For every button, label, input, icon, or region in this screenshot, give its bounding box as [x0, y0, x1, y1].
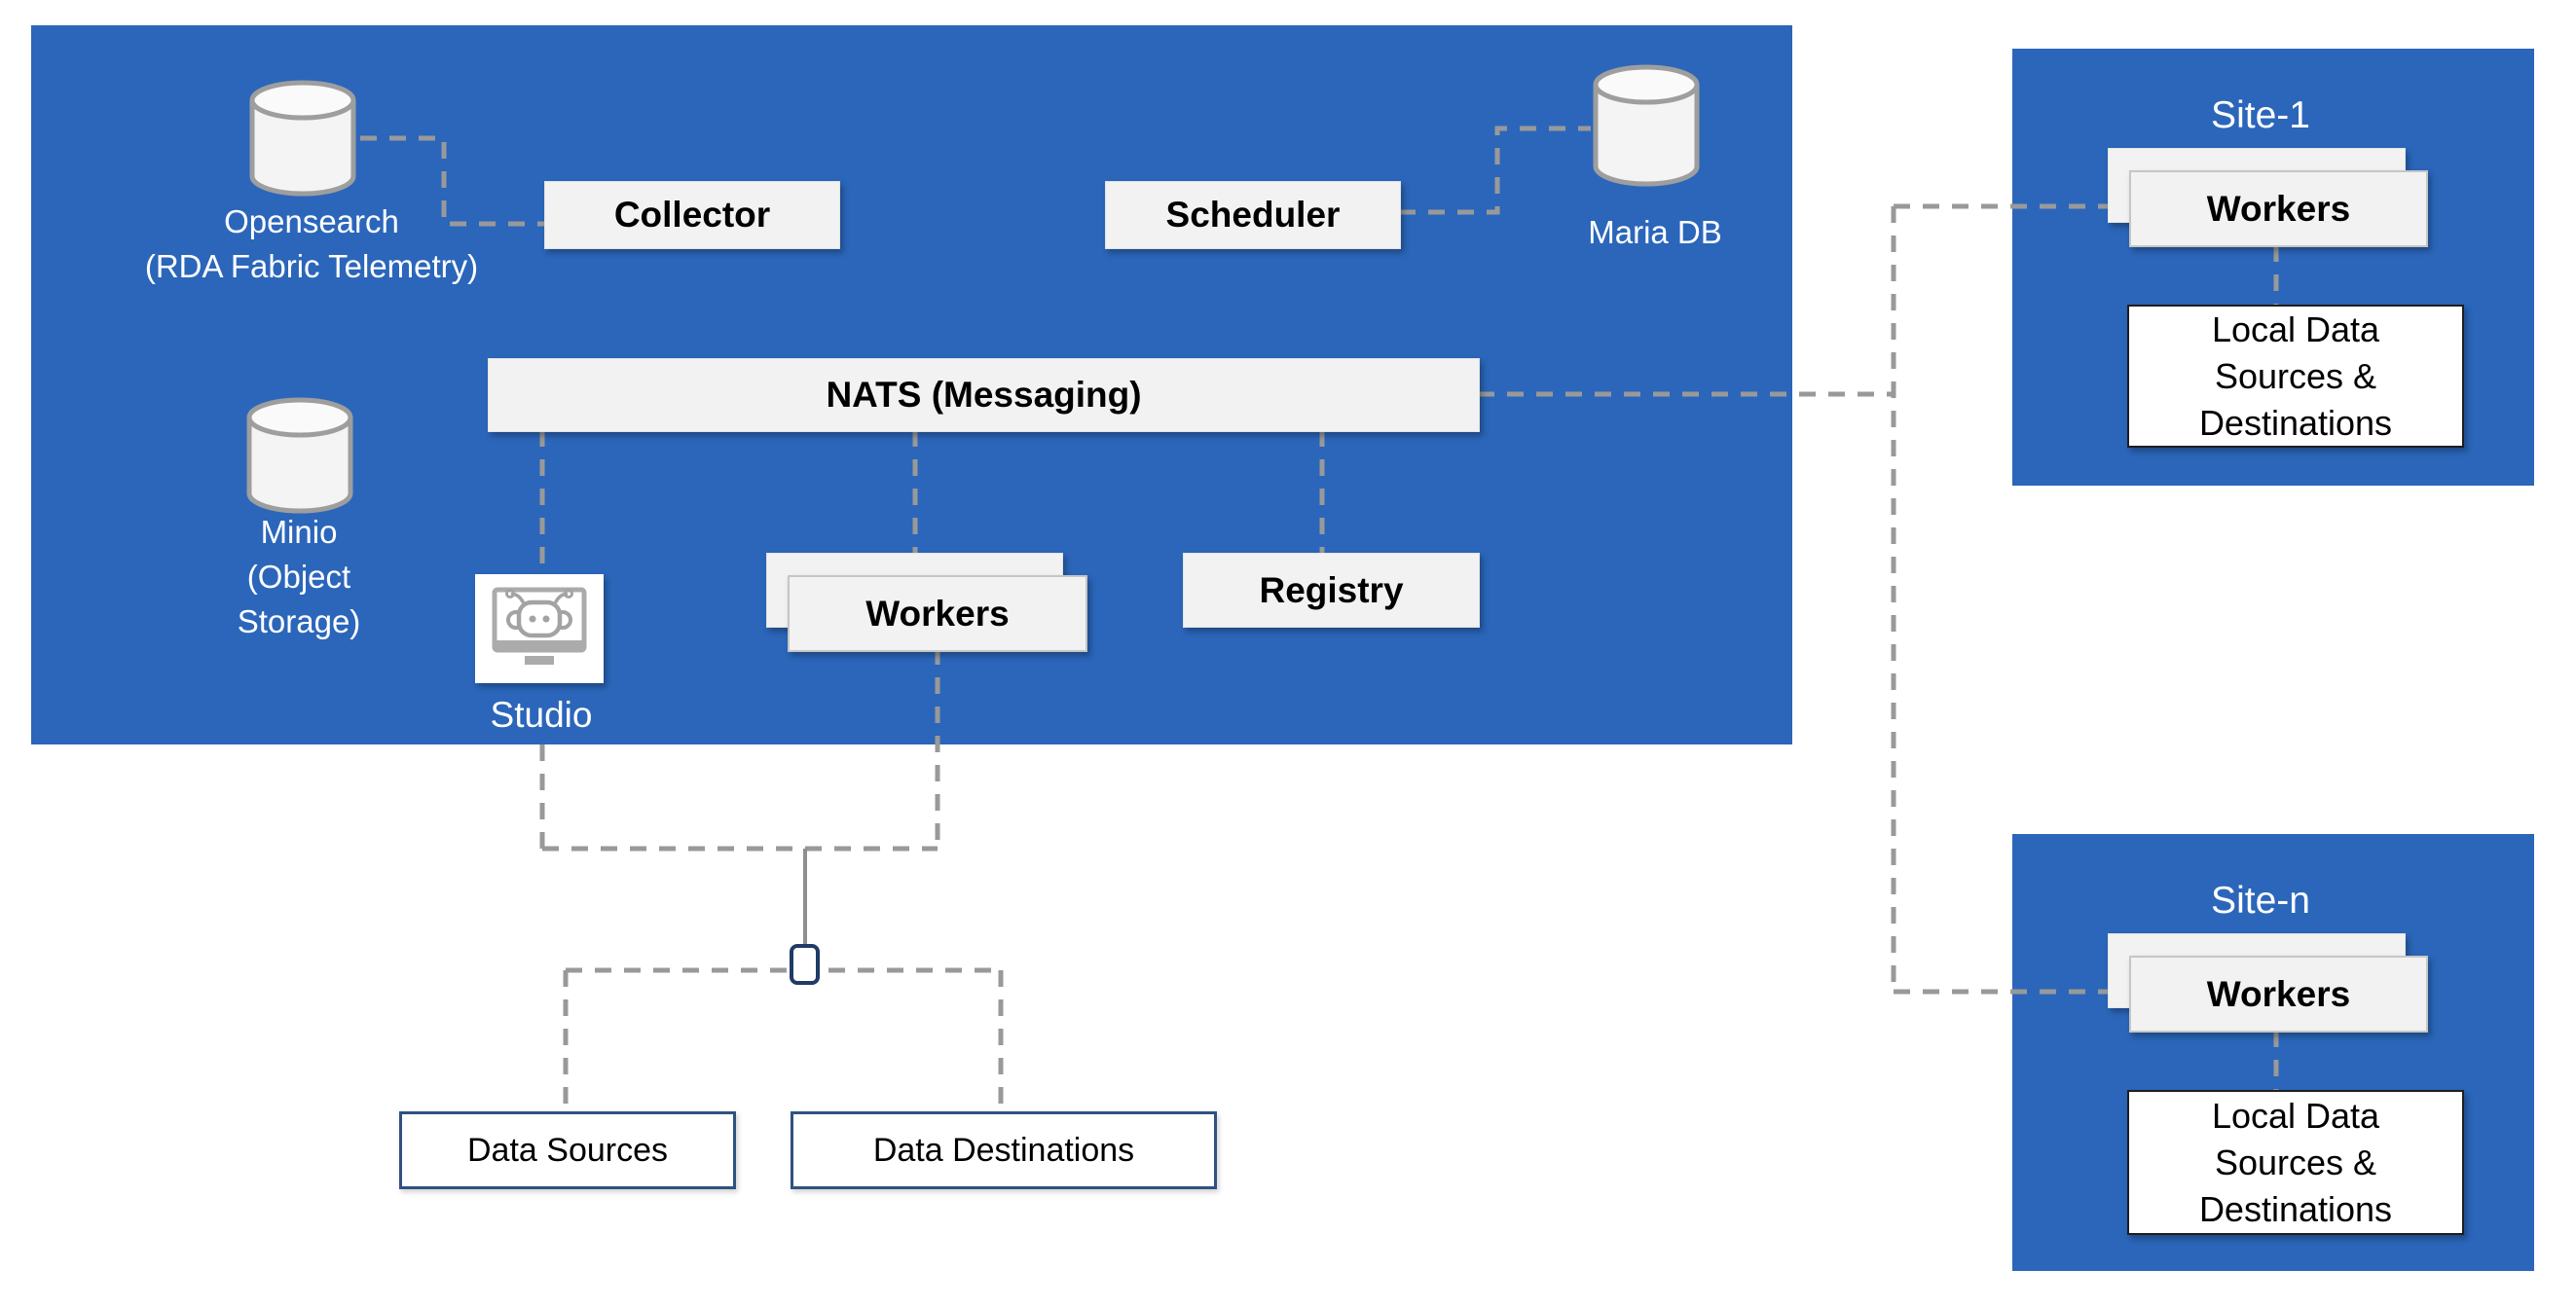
- registry-label: Registry: [1259, 569, 1404, 610]
- robot-monitor-icon: [492, 587, 587, 665]
- minio-label: Minio (Object Storage): [237, 514, 361, 639]
- workers-node: Workers: [788, 575, 1087, 652]
- connector-scheduler-mariadb: [1399, 126, 1591, 215]
- collector-node: Collector: [544, 181, 840, 249]
- site-1-local-data-node: Local Data Sources & Destinations: [2127, 305, 2464, 448]
- data-sources-node: Data Sources: [399, 1111, 736, 1189]
- nats-label: NATS (Messaging): [826, 375, 1142, 415]
- site-n-workers-label: Workers: [2206, 973, 2351, 1014]
- junction-port: [790, 944, 820, 985]
- site-n-local-data-node: Local Data Sources & Destinations: [2127, 1090, 2464, 1235]
- opensearch-label: Opensearch (RDA Fabric Telemetry): [144, 203, 479, 284]
- data-destinations-label: Data Destinations: [872, 1131, 1135, 1169]
- site-1-workers-label: Workers: [2206, 188, 2351, 229]
- collector-label: Collector: [613, 195, 771, 235]
- site-n-workers-node: Workers: [2129, 956, 2428, 1033]
- workers-label: Workers: [865, 593, 1010, 634]
- data-sources-label: Data Sources: [467, 1131, 668, 1169]
- data-destinations-node: Data Destinations: [791, 1111, 1217, 1189]
- studio-label: Studio: [490, 695, 593, 735]
- opensearch-database-cylinder-icon: [245, 76, 360, 205]
- scheduler-node: Scheduler: [1105, 181, 1401, 249]
- registry-node: Registry: [1183, 553, 1480, 628]
- mariadb-database-cylinder-icon: [1589, 60, 1704, 198]
- connector-opensearch-collector: [360, 135, 544, 227]
- studio-node: [475, 574, 604, 683]
- site-1-workers-node: Workers: [2129, 170, 2428, 247]
- minio-database-cylinder-icon: [242, 393, 357, 523]
- nats-node: NATS (Messaging): [488, 358, 1480, 432]
- site-1-title: Site-1: [2211, 94, 2310, 136]
- site-n-title: Site-n: [2211, 880, 2310, 922]
- mariadb-label: Maria DB: [1588, 214, 1722, 250]
- scheduler-label: Scheduler: [1165, 195, 1341, 235]
